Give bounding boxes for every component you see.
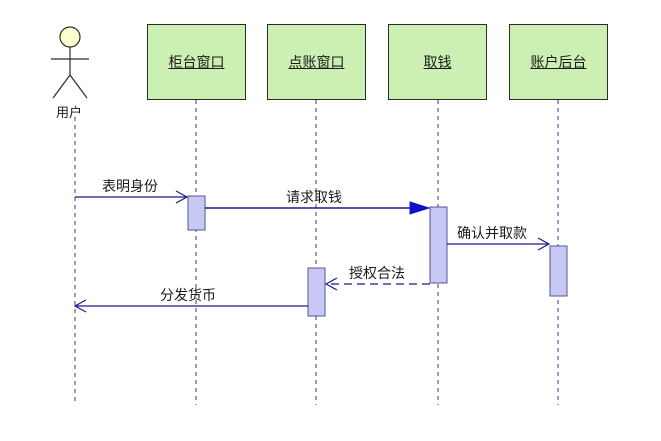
actor-label: 用户 [56,106,83,121]
message-label-dispense: 分发货币 [160,288,216,304]
object-account-backend: 账户后台 [509,24,608,100]
message-label-confirm: 确认并取款 [457,226,527,242]
activation-backend [549,245,568,297]
object-counter-window: 柜台窗口 [147,24,246,100]
activation-counter [187,195,206,231]
object-teller-label: 点账窗口 [288,55,345,71]
message-arrow-request-withdraw [205,201,431,215]
message-arrow-authorize [324,277,430,291]
object-counter-label: 柜台窗口 [168,55,225,71]
message-arrow-dispense [73,299,308,313]
message-arrow-identify [75,190,189,204]
activation-teller [307,267,326,317]
message-label-authorize: 授权合法 [349,263,405,283]
object-withdraw-label: 取钱 [423,55,452,71]
message-label-identify: 表明身份 [102,179,158,195]
message-label-request-withdraw: 请求取钱 [286,190,342,206]
object-teller-window: 点账窗口 [267,24,366,100]
object-backend-label: 账户后台 [530,55,587,71]
message-arrow-confirm [447,237,551,251]
actor-icon [51,26,89,99]
object-withdraw: 取钱 [388,24,487,100]
activation-withdraw [429,206,448,284]
